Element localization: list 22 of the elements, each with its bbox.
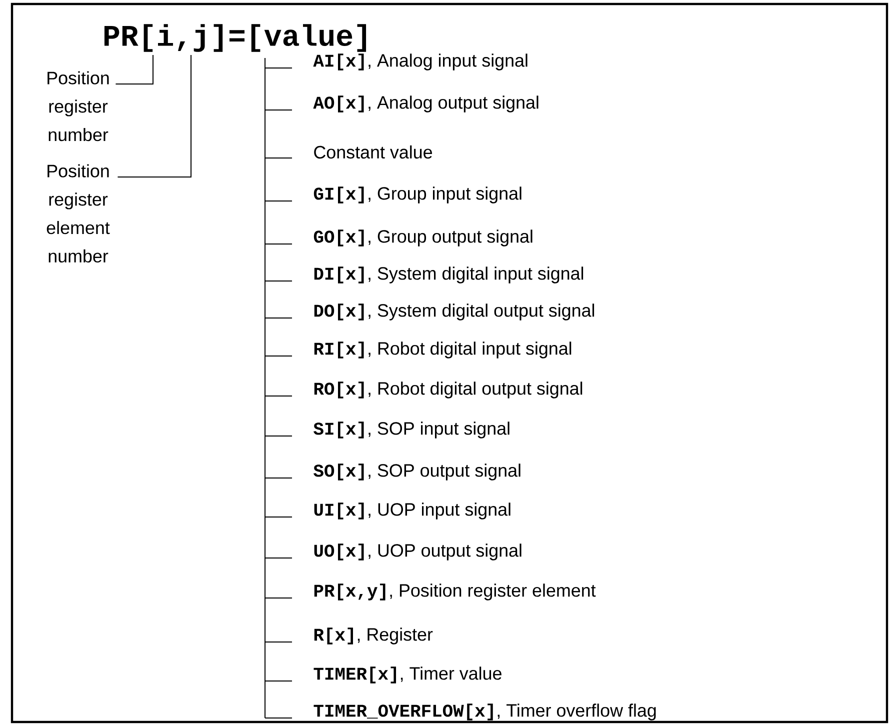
option-label: SI[x], SOP input signal: [314, 422, 510, 438]
option-label: AI[x], Analog input signal: [313, 54, 528, 70]
option-label: RO[x], Robot digital output signal: [314, 382, 582, 398]
option-label: UI[x], UOP input signal: [314, 502, 510, 520]
option-label: DO[x], System digital output signal: [314, 304, 594, 320]
option-label: PR[x,y], Position register element: [314, 584, 596, 600]
option-label: GI[x], Group input signal: [314, 186, 522, 204]
option-label: GO[x], Group output signal: [314, 230, 532, 246]
leader-line: [115, 54, 154, 84]
option-label: SO[x], SOP output signal: [314, 464, 520, 480]
callout-text: Position register number: [48, 71, 109, 142]
option-label: TIMER[x], Timer value: [314, 666, 502, 684]
option-label: R[x], Register: [314, 628, 433, 644]
option-label: AO[x], Analog output signal: [313, 96, 538, 112]
option-label: DI[x], System digital input signal: [314, 266, 584, 284]
option-label: UO[x], UOP output signal: [314, 544, 522, 560]
title: PR[i,j]=[value]: [104, 24, 366, 52]
option-label: RI[x], Robot digital input signal: [314, 342, 572, 358]
leader-line: [117, 54, 192, 178]
option-label: Constant value: [314, 145, 432, 159]
callout-text: Position register element number: [46, 164, 110, 263]
option-label: TIMER_OVERFLOW[x], Timer overflow flag: [314, 704, 656, 720]
